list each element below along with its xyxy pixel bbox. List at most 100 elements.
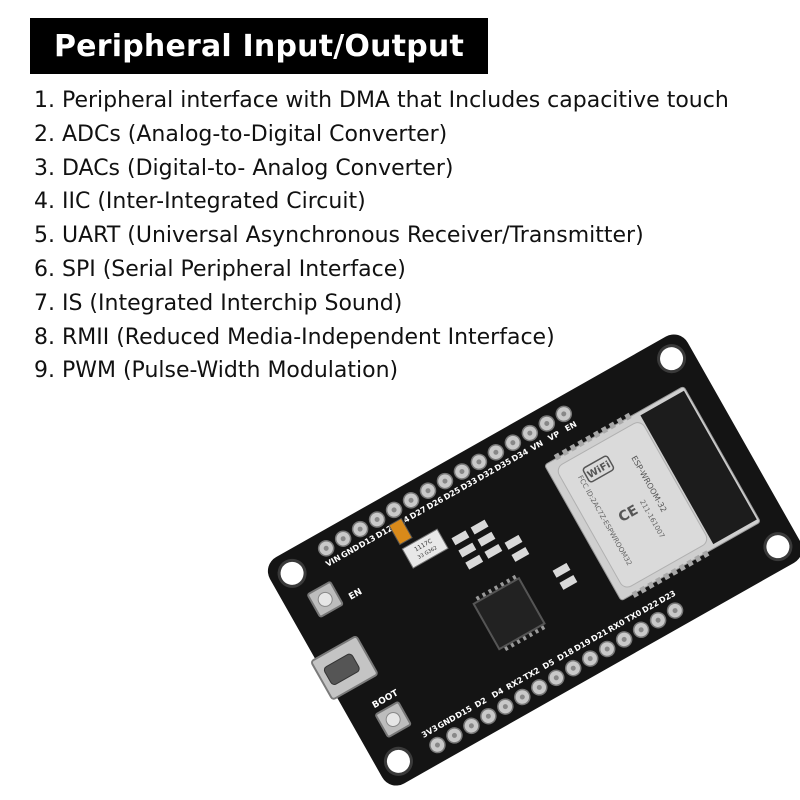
- smd-resistor: [477, 531, 496, 547]
- header-pin-hole: [451, 732, 457, 738]
- header-pin-hole: [340, 536, 346, 542]
- feature-item: 7. IS (Integrated Interchip Sound): [34, 290, 403, 316]
- mounting-holes: [277, 344, 793, 776]
- module-shield: [557, 422, 708, 588]
- en-button-cap[interactable]: [316, 590, 335, 609]
- castellation-pad: [678, 563, 686, 572]
- smd-resistor: [559, 575, 578, 590]
- header-pin-hole: [493, 449, 499, 455]
- feature-item: 8. RMII (Reduced Media-Independent Inter…: [34, 324, 555, 350]
- header-pin-hole: [638, 627, 644, 633]
- smd-resistor: [458, 542, 477, 558]
- feature-item: 6. SPI (Serial Peripheral Interface): [34, 256, 406, 282]
- smd-resistor: [484, 543, 503, 559]
- header-pin-hole: [510, 440, 516, 446]
- castellation-pad: [639, 585, 647, 594]
- chip-pin: [534, 628, 540, 634]
- header-pin-hole: [442, 478, 448, 484]
- header-pin-hole: [468, 723, 474, 729]
- castellation-pad: [624, 412, 632, 421]
- castellation-pad: [702, 550, 710, 558]
- smd-components: 1117C 33 G362: [388, 517, 578, 652]
- header-pin-hole: [323, 545, 329, 551]
- feature-item: 9. PWM (Pulse-Width Modulation): [34, 358, 399, 384]
- header-pin-hole: [459, 468, 465, 474]
- smd-resistor: [451, 530, 470, 546]
- en-button[interactable]: [307, 581, 344, 618]
- page-title: Peripheral Input/Output: [54, 28, 464, 64]
- chip-pin: [516, 639, 521, 645]
- castellation-pad: [577, 439, 585, 448]
- chip-pin: [528, 632, 534, 638]
- header-pin-hole: [544, 420, 550, 426]
- header-pin-hole: [561, 411, 567, 417]
- header-pin-hole: [357, 526, 363, 532]
- castellation-pad: [608, 421, 616, 430]
- usb-uart-chip: [472, 576, 546, 651]
- feature-list: 1. Peripheral interface with DMA that In…: [34, 84, 729, 388]
- chip-pin: [499, 581, 505, 587]
- header-pin-hole: [527, 430, 533, 436]
- castellation-pad: [655, 576, 663, 585]
- castellation-pad: [647, 581, 655, 590]
- chip-pins: [475, 574, 546, 652]
- castellation-pad: [694, 554, 702, 563]
- smd-resistor: [511, 547, 530, 562]
- chip-pin: [510, 642, 515, 648]
- header-pin-hole: [553, 675, 559, 681]
- antenna-area: [640, 390, 757, 545]
- castellation-pad: [616, 417, 624, 425]
- chip-pin: [487, 588, 493, 594]
- chip-pin: [512, 574, 517, 580]
- boot-button[interactable]: [375, 701, 412, 738]
- chip-pin: [506, 578, 511, 584]
- esp32-board: VINGNDD13D12D14D27D26D25D33D32D35D34VNVP…: [267, 334, 800, 786]
- castellation-pad: [553, 452, 562, 461]
- feature-item: 5. UART (Universal Asynchronous Receiver…: [34, 223, 644, 249]
- header-pin-hole: [672, 608, 678, 614]
- boot-button-cap[interactable]: [384, 710, 403, 729]
- feature-item: 4. IIC (Inter-Integrated Circuit): [34, 189, 366, 215]
- module-castellations: [553, 412, 710, 598]
- header-pin-hole: [408, 497, 414, 503]
- voltage-regulator: [401, 528, 449, 569]
- castellation-pad: [592, 430, 601, 439]
- header-pin-hole: [604, 646, 610, 652]
- header-pin-hole: [570, 665, 576, 671]
- chip-pin: [504, 646, 509, 652]
- esp-wroom-32-module: WiFi ESP-WROOM-32 FCC ID:2AC7Z-ESPWROOM3…: [545, 386, 760, 601]
- wifi-logo: [582, 455, 615, 483]
- castellation-pad: [600, 426, 609, 434]
- header-pin-hole: [655, 617, 661, 623]
- header-pin-hole: [621, 636, 627, 642]
- header-pin-hole: [425, 488, 431, 494]
- header-pin-hole: [476, 459, 482, 465]
- castellation-pad: [662, 572, 671, 581]
- feature-item: 2. ADCs (Analog-to-Digital Converter): [34, 121, 448, 147]
- tantalum-capacitor: [388, 517, 413, 546]
- header-pin-hole: [434, 742, 440, 748]
- header-pin-hole: [519, 694, 525, 700]
- header-pin-hole: [502, 704, 508, 710]
- castellation-pad: [631, 590, 639, 598]
- header-pin-hole: [536, 684, 542, 690]
- chip-pin: [475, 595, 481, 601]
- header-pin-hole: [391, 507, 397, 513]
- castellation-pad: [561, 448, 569, 456]
- smd-resistor: [552, 562, 571, 578]
- smd-resistor: [470, 519, 489, 535]
- chip-pin: [540, 625, 546, 631]
- feature-item: 3. DACs (Digital-to- Analog Converter): [34, 155, 454, 181]
- title-banner: Peripheral Input/Output: [30, 18, 488, 74]
- castellation-pad: [670, 568, 679, 576]
- smd-resistor: [465, 554, 484, 570]
- micro-usb-port: [311, 635, 378, 700]
- chip-pin: [493, 585, 499, 591]
- pin-header-top: [317, 405, 573, 557]
- castellation-pad: [569, 443, 577, 452]
- chip-pin: [522, 635, 527, 641]
- pin-header-bottom: [429, 602, 684, 754]
- castellation-pad: [585, 434, 593, 443]
- castellation-pad: [686, 559, 694, 567]
